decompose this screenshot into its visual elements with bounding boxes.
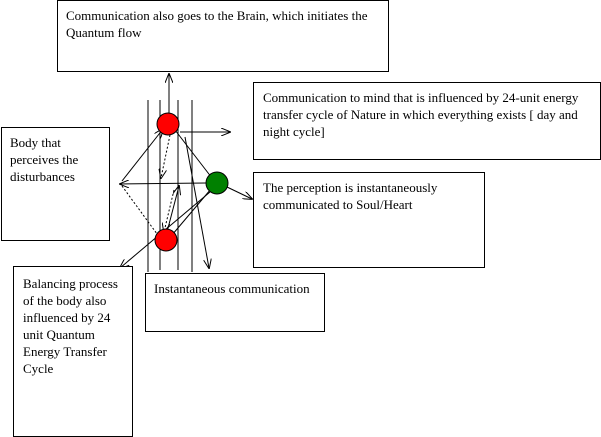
- line-green-to-bottom: [171, 188, 212, 236]
- green-node: [205, 171, 229, 195]
- dotted-line-top: [161, 134, 171, 178]
- red-node-bottom: [154, 228, 178, 252]
- dotted-line-center: [164, 189, 175, 232]
- arrow-body-to-top-node: [121, 129, 163, 182]
- body-perception-text: Body that perceives the disturbances: [10, 135, 79, 184]
- arrow-bottom-to-center: [166, 186, 179, 233]
- instantaneous-communication-box: Instantaneous communication: [145, 273, 325, 332]
- arrow-to-soul: [226, 186, 252, 199]
- brain-communication-text: Communication also goes to the Brain, wh…: [66, 8, 368, 40]
- body-perception-box: Body that perceives the disturbances: [1, 127, 110, 241]
- soul-heart-box: The perception is instantaneously commun…: [253, 172, 485, 268]
- mind-communication-box: Communication to mind that is influenced…: [253, 82, 601, 160]
- soul-heart-text: The perception is instantaneously commun…: [263, 180, 438, 212]
- red-node-top: [156, 112, 180, 136]
- brain-communication-box: Communication also goes to the Brain, wh…: [57, 0, 389, 72]
- arrow-to-body: [120, 183, 207, 184]
- line-top-to-green: [174, 129, 213, 179]
- balancing-process-text: Balancing process of the body also influ…: [23, 276, 118, 376]
- balancing-process-box: Balancing process of the body also influ…: [13, 266, 133, 437]
- instantaneous-communication-text: Instantaneous communication: [154, 281, 310, 296]
- mind-communication-text: Communication to mind that is influenced…: [263, 90, 579, 139]
- dotted-line-bottom: [121, 185, 161, 239]
